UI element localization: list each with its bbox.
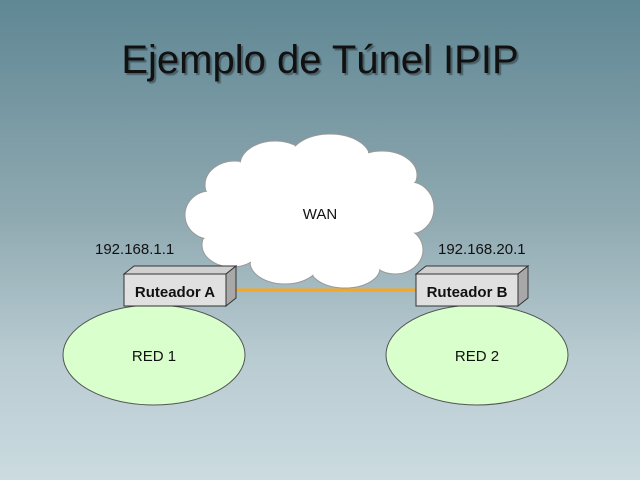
- network-1-label: RED 1: [132, 348, 176, 365]
- wan-label: WAN: [303, 206, 337, 223]
- router-a-ip: 192.168.1.1: [95, 241, 174, 258]
- router-b-label: Ruteador B: [427, 284, 508, 301]
- router-b: Ruteador B: [414, 264, 530, 308]
- router-b-ip: 192.168.20.1: [438, 241, 526, 258]
- router-a: Ruteador A: [122, 264, 238, 308]
- router-a-label: Ruteador A: [135, 284, 215, 301]
- slide-title: Ejemplo de Túnel IPIP: [121, 38, 519, 82]
- network-2-label: RED 2: [455, 348, 499, 365]
- wan-cloud: WAN: [184, 133, 435, 289]
